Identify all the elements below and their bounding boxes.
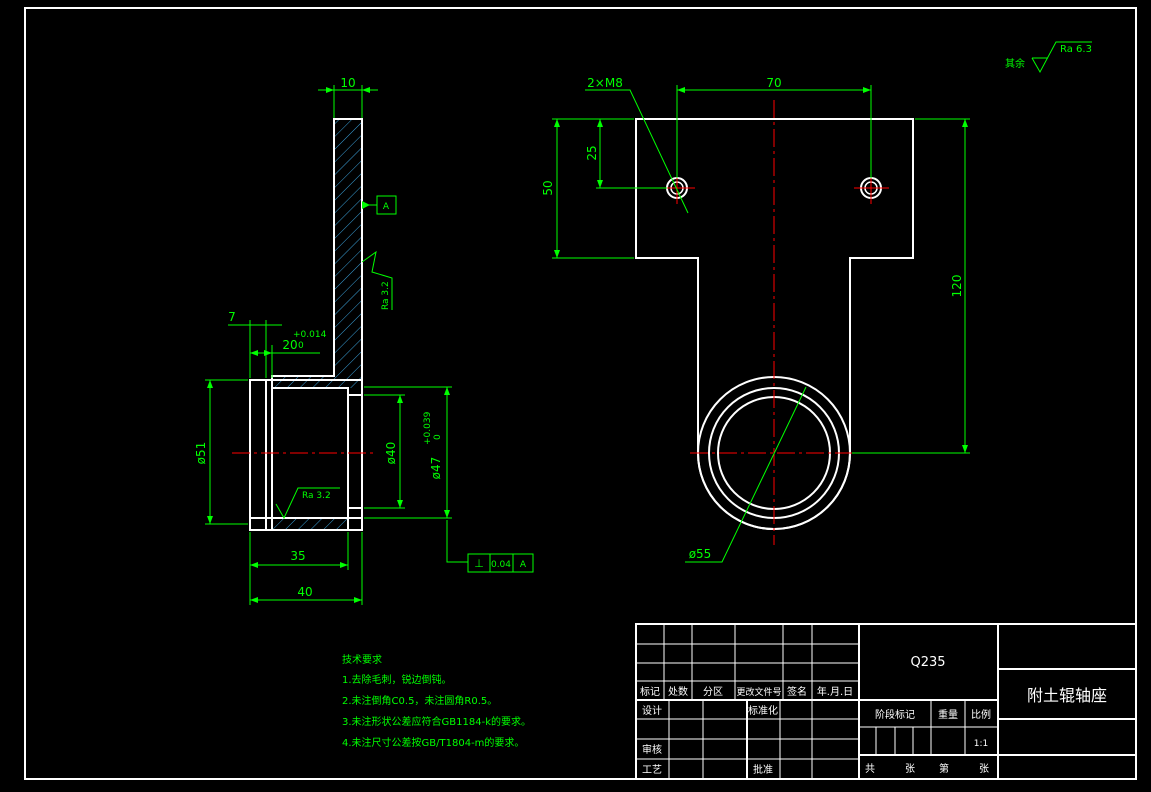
standardize-label: 标准化 — [748, 704, 778, 717]
rev-header: 处数 — [668, 685, 688, 698]
dim-bore-dia: ø47 — [429, 457, 443, 480]
designer-label: 设计 — [642, 704, 662, 717]
section-view — [232, 118, 375, 531]
dim-hole-spacing: 70 — [766, 76, 781, 90]
dim-length-35: 35 — [290, 549, 305, 563]
hatch-upright-foot — [272, 376, 334, 388]
arrowheads-left — [207, 87, 450, 603]
process-label: 工艺 — [642, 764, 662, 776]
upright-outline — [271, 118, 363, 396]
gdt-symbol: ⊥ — [474, 557, 484, 570]
dim-length-40: 40 — [297, 585, 312, 599]
dim-height-120: 120 — [950, 275, 964, 298]
gdt-datum: A — [520, 560, 527, 570]
material: Q235 — [910, 655, 945, 670]
sheet-word-label: 张 — [979, 763, 989, 775]
tech-req-item: 2.未注倒角C0.5，未注圆角R0.5。 — [342, 694, 497, 707]
ra-face-left: Ra 3.2 — [381, 281, 391, 310]
gdt-value: 0.04 — [491, 560, 511, 570]
dim-boss-dia: ø55 — [689, 547, 712, 561]
dim-recess-tol-lower: 0 — [298, 341, 304, 351]
rev-header: 分区 — [703, 686, 723, 698]
tech-req-title: 技术要求 — [342, 653, 382, 666]
drawing-frame — [24, 7, 1137, 780]
dim-recess-depth: 20 — [282, 338, 297, 352]
ra-bore: Ra 3.2 — [302, 491, 331, 501]
title-block — [635, 623, 1137, 780]
scale-value: 1:1 — [974, 739, 988, 749]
arrowheads-right — [554, 87, 968, 453]
rev-header: 更改文件号 — [736, 686, 781, 698]
rev-header: 签名 — [787, 685, 807, 698]
front-dimensions — [552, 41, 1092, 563]
approve-label: 批准 — [753, 763, 773, 776]
dim-groove-width: 7 — [228, 310, 236, 324]
rev-header: 标记 — [640, 686, 660, 698]
dim-height-25: 25 — [585, 145, 599, 160]
part-name: 附土辊轴座 — [1027, 686, 1107, 705]
dim-recess-tol: +0.014 — [293, 330, 327, 340]
bushing-outline — [249, 379, 363, 531]
hatch-bottom — [272, 518, 348, 530]
dim-flange-thickness: 10 — [340, 76, 355, 90]
dim-height-50: 50 — [541, 180, 555, 195]
ra-other-value: Ra 6.3 — [1060, 44, 1092, 55]
total-label: 共 — [865, 763, 875, 775]
tech-req-item: 1.去除毛刺，锐边倒钝。 — [342, 673, 452, 686]
rev-header: 年.月.日 — [817, 685, 853, 698]
tech-req-item: 3.未注形状公差应符合GB1184-k的要求。 — [342, 715, 531, 728]
review-label: 审核 — [642, 743, 662, 756]
dim-bore-tol: +0.039 — [423, 411, 433, 445]
dim-outer-dia: ø51 — [194, 442, 208, 465]
datum-label: A — [383, 202, 390, 212]
sheets-label: 张 — [905, 763, 915, 775]
stage-mark-label: 阶段标记 — [875, 708, 915, 721]
sheet-no-label: 第 — [939, 762, 949, 775]
ra-other-label: 其余 — [1005, 57, 1025, 70]
technical-requirements: 技术要求 1.去除毛刺，锐边倒钝。 2.未注倒角C0.5，未注圆角R0.5。 3… — [342, 653, 531, 749]
dim-bore-tol-lower: 0 — [433, 434, 443, 440]
dim-holes: 2×M8 — [587, 76, 623, 90]
scale-label: 比例 — [971, 708, 991, 721]
weight-label: 重量 — [938, 708, 958, 721]
tech-req-item: 4.未注尺寸公差按GB/T1804-m的要求。 — [342, 736, 524, 749]
hatch-upright — [334, 119, 362, 388]
section-dimensions — [205, 85, 534, 605]
front-view — [635, 100, 914, 545]
dim-inner-dia: ø40 — [384, 442, 398, 465]
